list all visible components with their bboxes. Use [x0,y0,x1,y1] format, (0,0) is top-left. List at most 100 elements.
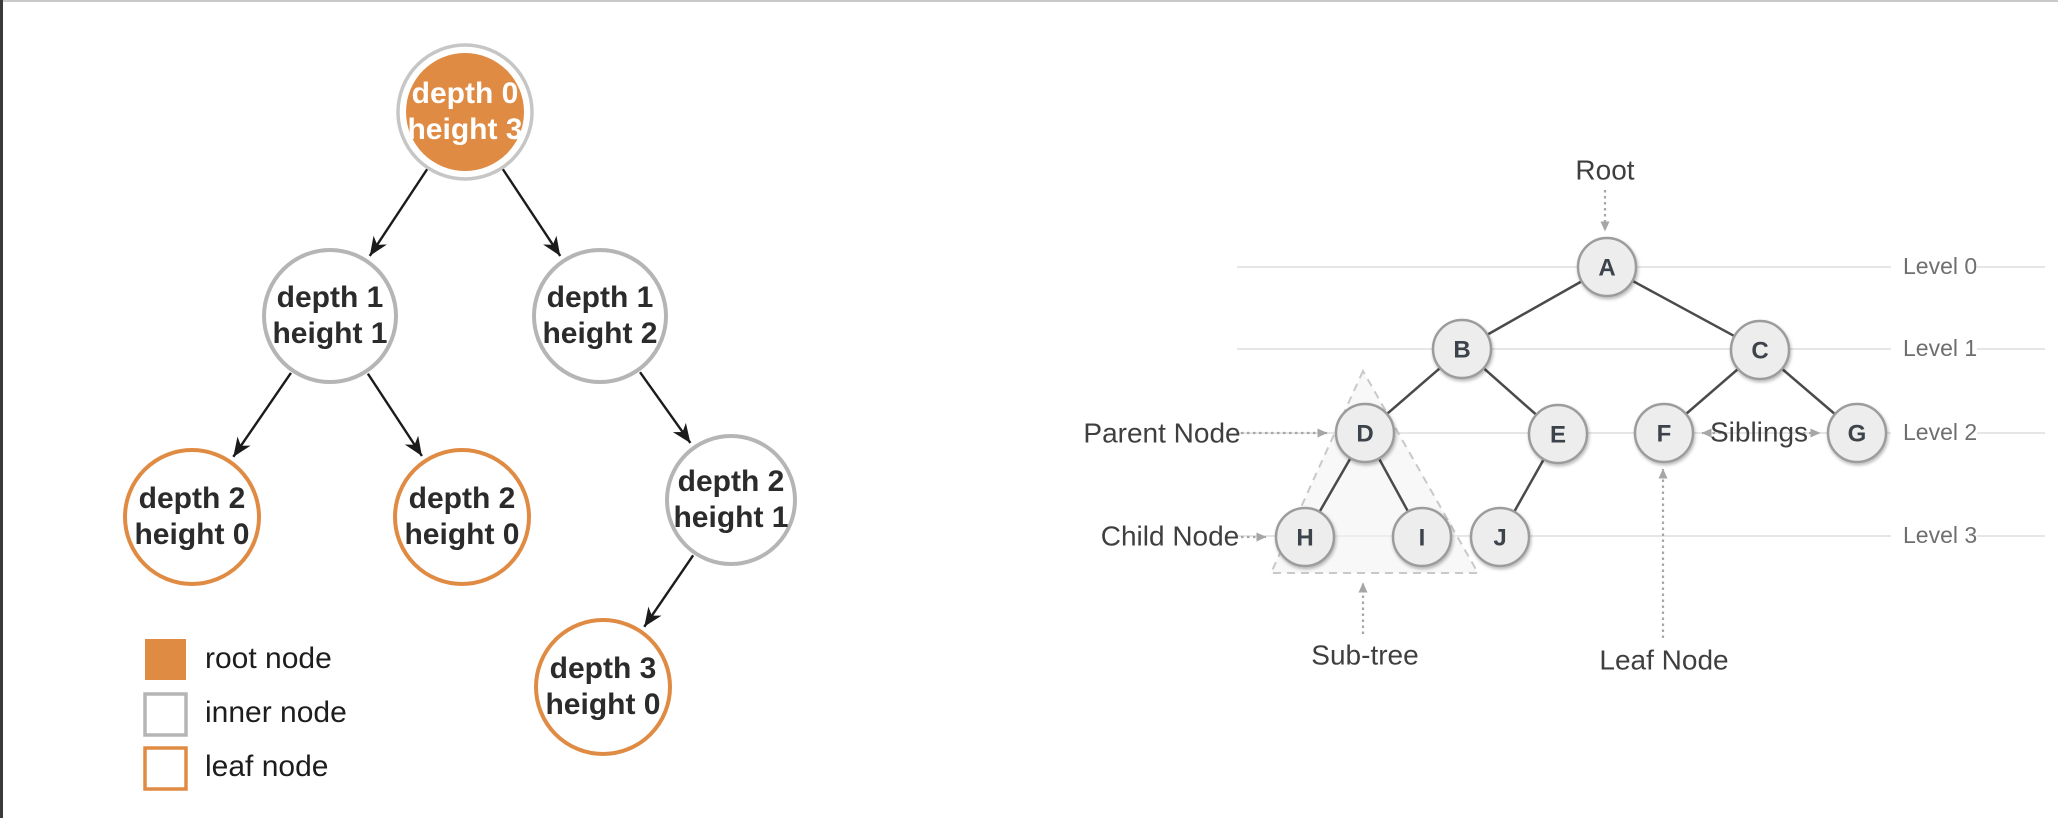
node-label-line: height 0 [545,688,660,721]
node-circle-D [1334,402,1396,464]
node-letter-D: D [1356,420,1373,447]
legend-label: inner node [205,696,347,729]
leaf-node-circle [534,618,672,756]
edge-d2h1-d3h0 [643,554,695,628]
edge-E-J [1513,459,1545,512]
tree-node-F: F [1633,402,1695,464]
tree-node-J: J [1469,506,1531,568]
legend: root node inner node leaf node [143,639,347,791]
left-edge-line [0,0,3,818]
subtree-label: Sub-tree [1311,582,1419,670]
level-label-bg [1891,418,1977,448]
node-circle-G [1826,402,1888,464]
legend-label: root node [205,642,332,675]
root-node-circle [406,53,524,171]
level-label-0: Level 0 [1903,253,1977,279]
node-label-line: height 0 [404,518,519,551]
tree-node-C: C [1729,319,1791,381]
level-label-bg [1891,252,1977,282]
node-letter-F: F [1657,420,1672,447]
edge-B-D [1386,367,1441,415]
level-label-bg [1891,334,1977,364]
edge-C-F [1685,368,1739,415]
inner-node-circle [532,248,668,384]
legend-label: leaf node [205,750,328,783]
node-circle-J [1469,506,1531,568]
subtree-label-text: Sub-tree [1311,639,1418,670]
edge-root-d1h2 [500,167,562,257]
node-label-line: height 3 [407,113,522,146]
leaf-node-label: Leaf Node [1599,468,1729,675]
edge-D-I [1378,458,1409,512]
node-circle-C [1729,319,1791,381]
node-label-line: height 2 [542,317,657,350]
parent-node-label: Parent Node [1083,417,1328,448]
siblings-label: Siblings [1701,416,1821,447]
child-node-label-text: Child Node [1101,520,1240,551]
siblings-label-text: Siblings [1710,416,1808,447]
node-letter-I: I [1419,524,1426,551]
tree-terminology-diagram: A B C D E F G H I J Level 0 Level 1 Level 2 Level 3 Ro… [1083,154,2045,675]
edge-C-G [1781,368,1836,415]
node-label-line: height 1 [272,317,387,350]
node-circle-I [1391,506,1453,568]
node-label-line: depth 1 [277,281,384,314]
node-letter-G: G [1848,420,1867,447]
tree-node-D: D [1334,402,1396,464]
tree-node-G: G [1826,402,1888,464]
level-label-1: Level 1 [1903,335,1977,361]
edge-D-H [1318,458,1352,512]
root-label-text: Root [1575,154,1634,185]
node-circle-F [1633,402,1695,464]
node-circle-A [1576,236,1638,298]
node-label-line: depth 1 [547,281,654,314]
node-label-line: height 0 [134,518,249,551]
legend-swatch-root [145,639,186,680]
node-label-line: depth 3 [550,652,657,685]
tree-node-B: B [1431,318,1493,380]
node-circle-B [1431,318,1493,380]
edge-d1h2-d2h1 [639,371,692,444]
leaf-node-circle [393,448,531,586]
legend-swatch-inner [143,692,188,737]
node-circle-H [1274,506,1336,568]
level-label-3: Level 3 [1903,522,1977,548]
level-label-2: Level 2 [1903,419,1977,445]
node-letter-A: A [1598,254,1615,281]
level-label-bg [1891,521,1977,551]
child-node-label: Child Node [1101,520,1267,551]
leaf-node-circle [123,448,261,586]
tree-node-A: A [1576,236,1638,298]
edge-root-d1h1 [368,167,430,257]
parent-node-label-text: Parent Node [1083,417,1240,448]
node-letter-J: J [1493,524,1506,551]
inner-node-circle [262,248,398,384]
node-letter-H: H [1296,524,1313,551]
edge-d1h1-d2h0b [366,373,423,457]
tree-node-H: H [1274,506,1336,568]
root-label: Root [1575,154,1635,232]
node-label-line: depth 0 [412,77,519,110]
edge-d1h1-d2h0a [232,372,292,458]
node-label-line: height 1 [673,501,788,534]
tree-node-E: E [1527,403,1589,465]
edge-A-B [1487,280,1582,336]
leaf-node-label-text: Leaf Node [1599,644,1728,675]
tree-node-I: I [1391,506,1453,568]
edge-A-C [1632,280,1735,337]
inner-node-circle [665,434,797,566]
node-circle-E [1527,403,1589,465]
node-label-line: depth 2 [139,482,246,515]
node-letter-E: E [1550,421,1566,448]
top-edge-line [0,0,2058,2]
